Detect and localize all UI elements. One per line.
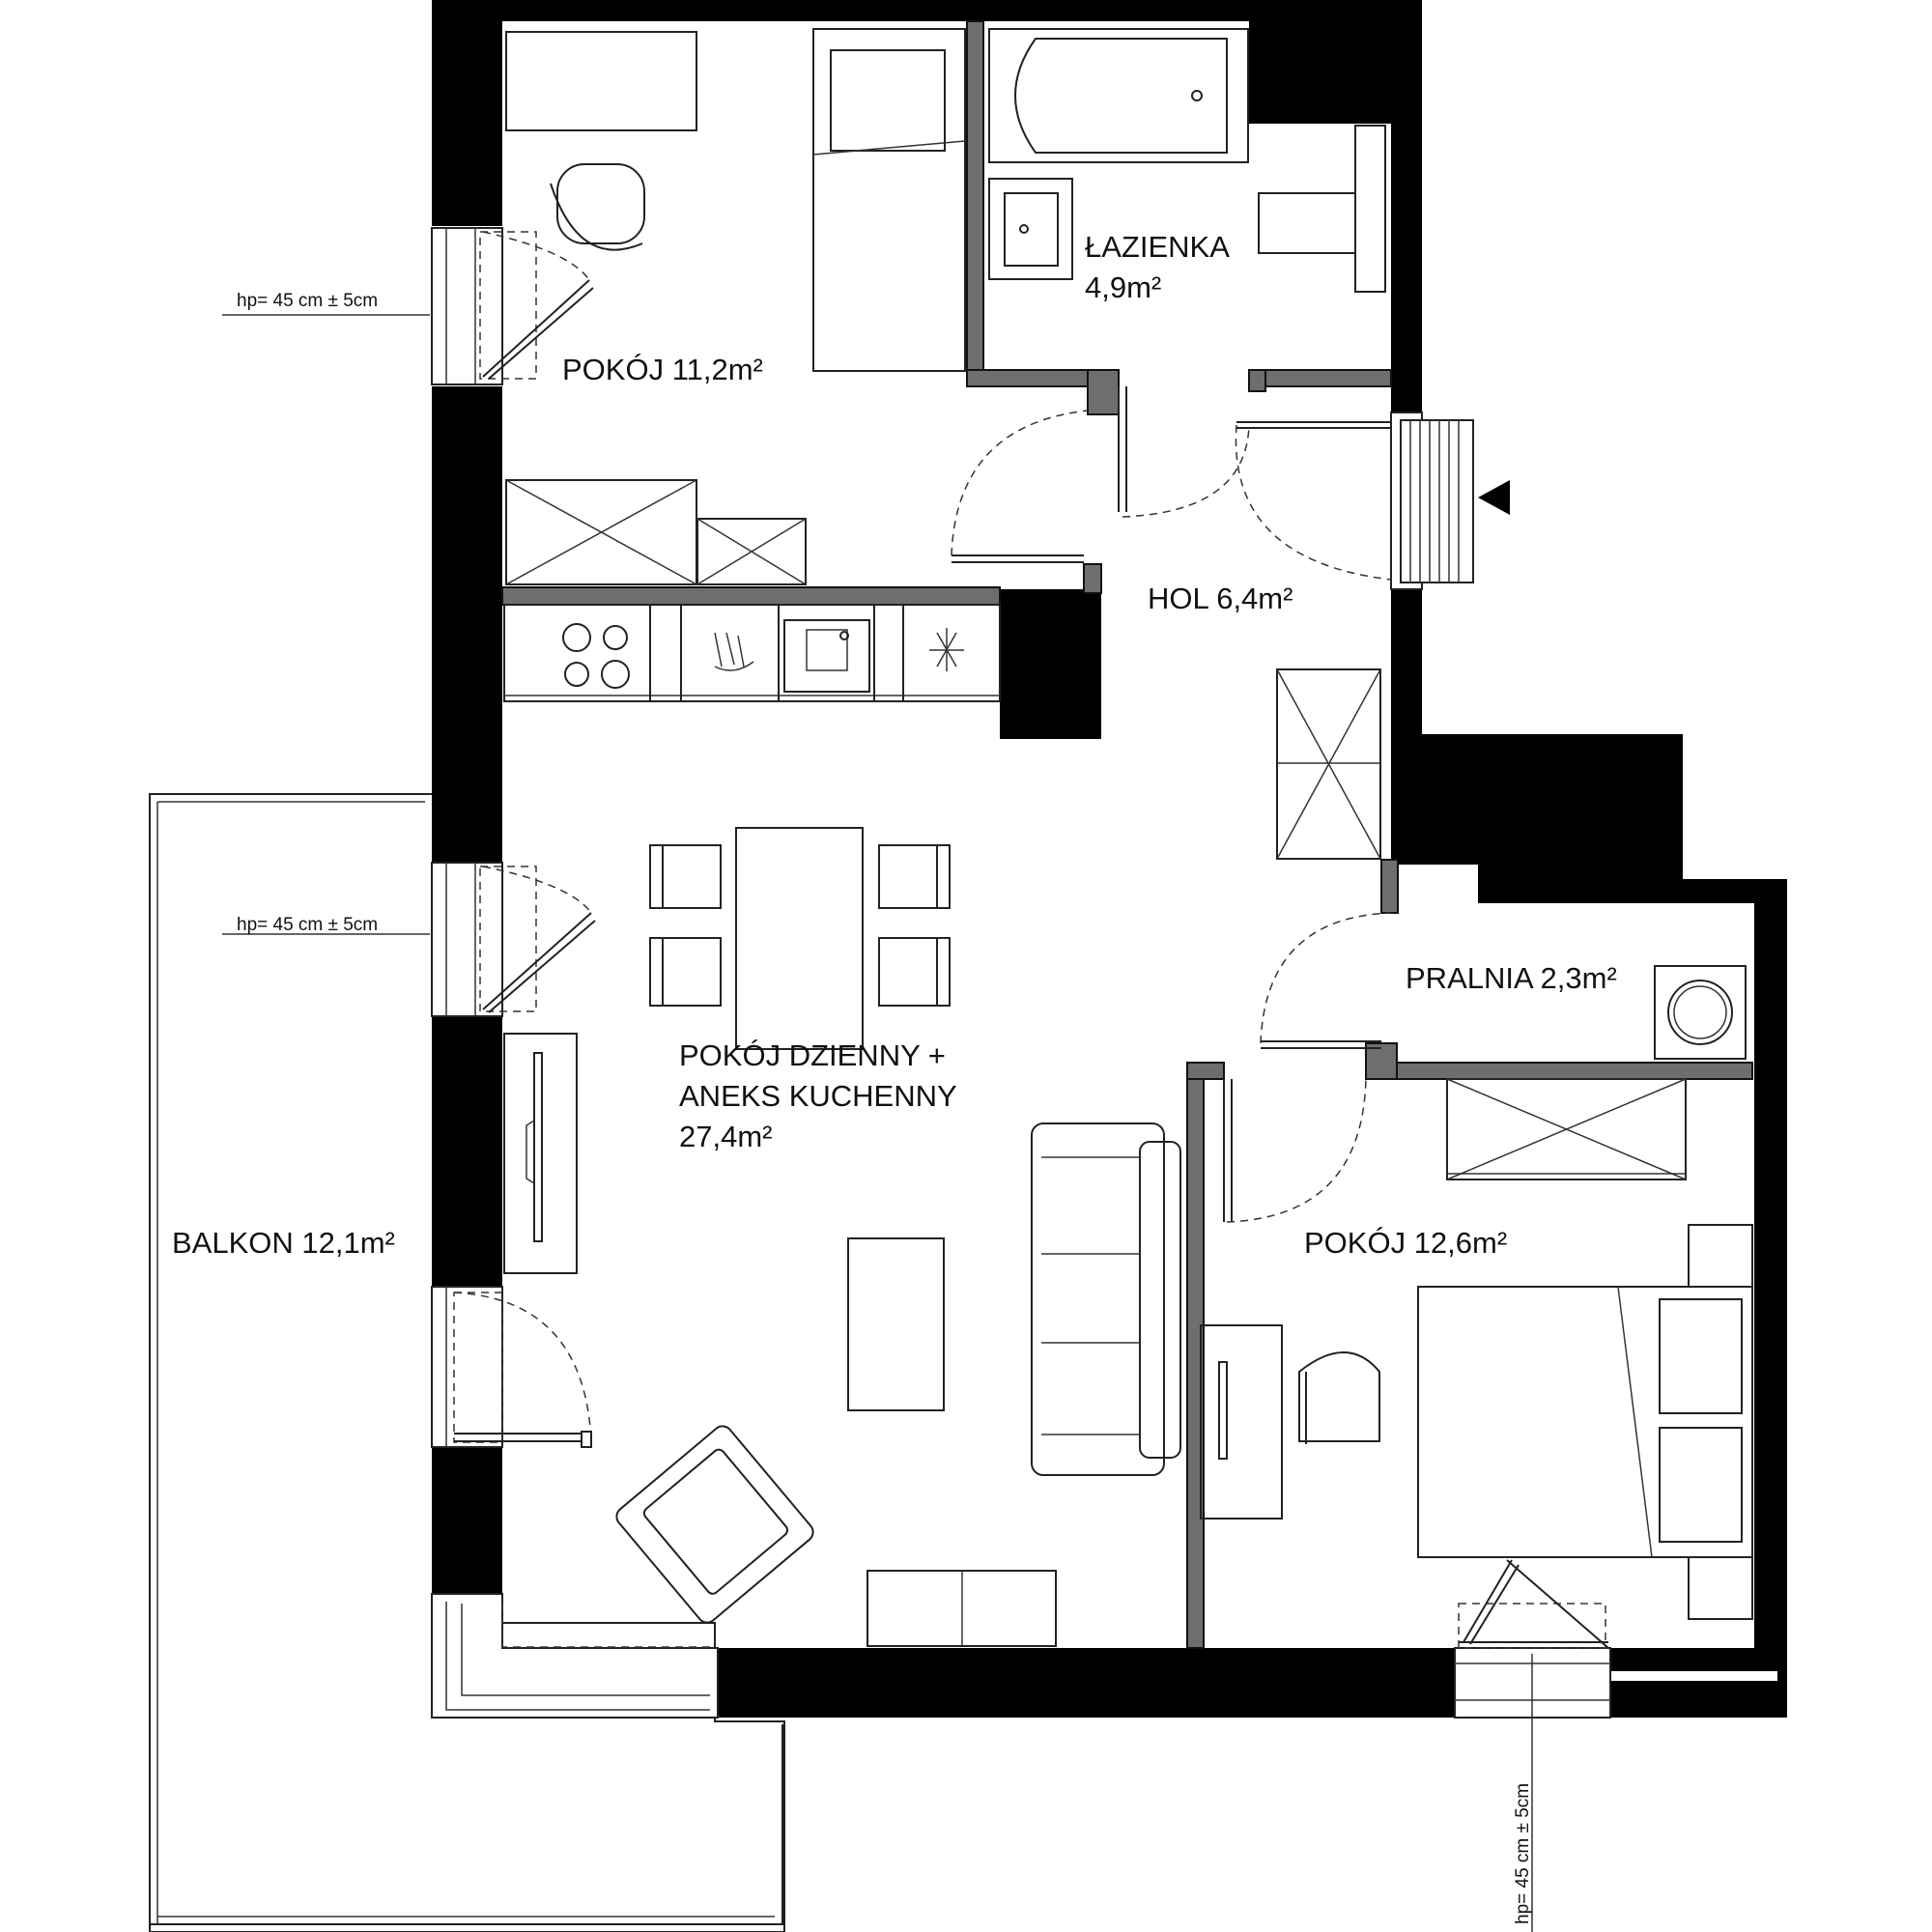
label-dzienny-2: ANEKS KUCHENNY xyxy=(679,1079,957,1113)
label-dzienny-1: POKÓJ DZIENNY + xyxy=(679,1038,946,1072)
furniture-pokoj2 xyxy=(1200,1078,1753,1620)
hall-wardrobe xyxy=(1276,668,1381,860)
note-window-top: hp= 45 cm ± 5cm xyxy=(237,291,378,311)
label-dzienny-3: 27,4m² xyxy=(679,1120,772,1153)
balcony-door xyxy=(431,1286,592,1448)
furniture-pokoj1 xyxy=(505,28,966,585)
door-lazienka xyxy=(1118,386,1250,518)
dining-set xyxy=(649,827,951,1050)
label-hol: HOL 6,4m² xyxy=(1148,582,1293,615)
coffee-table xyxy=(847,1237,945,1411)
tv-cabinet xyxy=(503,1033,578,1274)
entrance-door xyxy=(1235,412,1474,590)
door-pokoj1 xyxy=(951,410,1089,563)
entrance-arrow-icon xyxy=(1478,480,1510,515)
door-pokoj2 xyxy=(1223,1078,1367,1223)
door-pralnia xyxy=(1260,912,1392,1049)
window-top-left xyxy=(431,227,594,385)
kitchen-counter xyxy=(503,604,1001,702)
window-mid-left xyxy=(431,862,596,1017)
label-lazienka-area: 4,9m² xyxy=(1085,270,1161,304)
interior-fill xyxy=(1188,865,1754,1648)
partitions xyxy=(501,20,1753,1649)
sofa xyxy=(1031,1122,1181,1476)
label-lazienka-name: ŁAZIENKA xyxy=(1085,230,1230,264)
label-pralnia: PRALNIA 2,3m² xyxy=(1406,961,1617,995)
label-pokoj-11: POKÓJ 11,2m² xyxy=(562,353,763,386)
note-window-mid: hp= 45 cm ± 5cm xyxy=(237,915,378,935)
label-balkon: BALKON 12,1m² xyxy=(172,1226,395,1260)
washing-machine xyxy=(1654,965,1747,1060)
corner-window xyxy=(431,1593,719,1719)
armchair xyxy=(615,1425,814,1624)
furniture-lazienka xyxy=(988,28,1386,293)
note-window-bottom: hp= 45 cm ± 5cm xyxy=(1513,1783,1533,1924)
bench xyxy=(867,1570,1057,1647)
label-pokoj-12: POKÓJ 12,6m² xyxy=(1304,1226,1507,1260)
